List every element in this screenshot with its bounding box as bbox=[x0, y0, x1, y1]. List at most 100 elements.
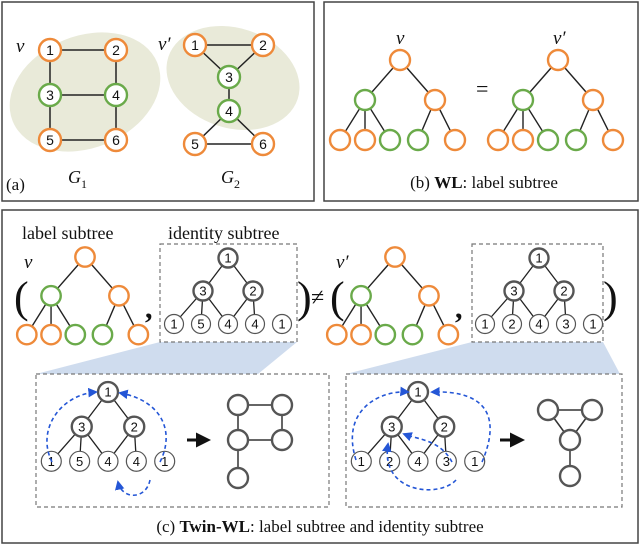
id-right-leaf-node bbox=[555, 313, 577, 335]
panel-a-frame bbox=[1, 1, 315, 202]
id-right-mid-node bbox=[553, 280, 575, 302]
label-left-leaf-node bbox=[15, 323, 38, 346]
wl-left-leaf-node bbox=[443, 128, 467, 152]
close-paren-right: ) bbox=[603, 273, 618, 322]
svg-text:4: 4 bbox=[112, 87, 120, 103]
wl-tree-right bbox=[486, 48, 625, 152]
wl-right-root-node bbox=[546, 48, 570, 72]
g2-root-label: v′ bbox=[158, 34, 171, 55]
detail-right-mid-node bbox=[380, 415, 403, 438]
detail-left-mid-node-label: 3 bbox=[78, 419, 85, 434]
comma-right: , bbox=[455, 292, 463, 325]
identity-box-right bbox=[471, 243, 604, 343]
label-subtree-right bbox=[325, 246, 460, 346]
panel-b-caption: (b) WL: label subtree bbox=[410, 173, 558, 192]
g1-node-1: 1 bbox=[37, 37, 63, 63]
label-left-mid-node bbox=[108, 284, 130, 307]
svg-text:4: 4 bbox=[225, 103, 233, 119]
svg-text:5: 5 bbox=[191, 136, 199, 152]
label-right-leaf-node bbox=[374, 323, 397, 346]
arrow-leaf1-to-root-left bbox=[46, 387, 98, 463]
identity-subtree-heading: identity subtree bbox=[168, 223, 279, 243]
svg-text:6: 6 bbox=[112, 132, 120, 148]
label-right-mid-node bbox=[418, 284, 440, 307]
svg-text:2: 2 bbox=[259, 37, 267, 53]
svg-text:3: 3 bbox=[225, 69, 233, 85]
wl-right-mid-node bbox=[581, 88, 605, 112]
id-right-leaf-node bbox=[582, 313, 604, 335]
detail-box-left bbox=[35, 373, 330, 508]
id-left-leaf-node-label: 1 bbox=[278, 317, 285, 332]
id-left-leaf-node bbox=[271, 313, 293, 335]
id-right-leaf-node-label: 2 bbox=[508, 317, 515, 332]
detail-left-leaf-node-label: 4 bbox=[133, 454, 140, 469]
id-left-leaf-node-label: 4 bbox=[224, 317, 231, 332]
detail-right-leaf-node-label: 1 bbox=[471, 454, 478, 469]
comma-left: , bbox=[145, 292, 153, 325]
twin-arrows-left bbox=[46, 387, 167, 497]
svg-text:5: 5 bbox=[46, 132, 54, 148]
detail-right-leaf-node bbox=[407, 450, 429, 472]
detail-right-leaf-node bbox=[464, 450, 486, 472]
detail-right-leaf-node bbox=[435, 450, 457, 472]
id-right-leaf-node-label: 3 bbox=[562, 317, 569, 332]
g2-node-3: 3 bbox=[216, 64, 242, 90]
wl-right-leaf-node bbox=[511, 128, 535, 152]
id-right-leaf-node-label: 1 bbox=[481, 317, 488, 332]
g2-node-2: 2 bbox=[250, 32, 276, 58]
detail-left-root-node bbox=[96, 380, 120, 404]
detail-left-leaf-node-label: 4 bbox=[104, 454, 111, 469]
wl-left-mid-node bbox=[423, 88, 447, 112]
label-subtree-left bbox=[15, 246, 150, 346]
id-right-mid-node-label: 3 bbox=[510, 284, 517, 299]
arrow-bottom-loop-right bbox=[382, 442, 457, 491]
wl-tree-left bbox=[328, 48, 467, 152]
label-right-leaf-node bbox=[401, 323, 424, 346]
detail-right-leaf-node-label: 1 bbox=[358, 454, 365, 469]
g1-node-6: 6 bbox=[103, 127, 129, 153]
detail-right-mid-node bbox=[433, 415, 456, 438]
arrow-4-to-4-left bbox=[114, 479, 151, 497]
id-left-leaf-node bbox=[163, 313, 185, 335]
wl-left-leaf-node bbox=[378, 128, 402, 152]
wl-left-leaf-node bbox=[328, 128, 352, 152]
panel-c: label subtree identity subtree v v′ ( , … bbox=[14, 223, 623, 536]
svg-text:1: 1 bbox=[46, 42, 54, 58]
wl-right-leaf-node bbox=[486, 128, 510, 152]
label-left-root-node bbox=[74, 246, 96, 268]
svg-text:3: 3 bbox=[46, 87, 54, 103]
detail-left-mid-node bbox=[123, 415, 146, 438]
id-right-leaf-node-label: 4 bbox=[535, 317, 542, 332]
callout-right bbox=[346, 342, 620, 374]
id-right-leaf-node bbox=[474, 313, 496, 335]
id-left-mid-node-label: 2 bbox=[249, 284, 256, 299]
wl-left-leaf-node bbox=[406, 128, 430, 152]
g2-node-6: 6 bbox=[250, 131, 276, 157]
panel-c-caption: (c) Twin-WL: label subtree and identity … bbox=[156, 517, 483, 536]
label-right-leaf-node bbox=[325, 323, 348, 346]
id-left-leaf-node bbox=[217, 313, 239, 335]
callout-left bbox=[36, 342, 297, 374]
g1-name: G bbox=[68, 167, 81, 187]
g2-node-4: 4 bbox=[216, 98, 242, 124]
wl-right-leaf-node bbox=[536, 128, 560, 152]
g1-root-label: v bbox=[16, 36, 25, 57]
detail-left-leaf-node-label: 1 bbox=[161, 454, 168, 469]
wl-right-leaf-node bbox=[564, 128, 588, 152]
wl-right-mid-node bbox=[511, 88, 535, 112]
open-paren-left: ( bbox=[14, 273, 29, 322]
id-left-mid-node bbox=[192, 280, 214, 302]
g2-subscript: 2 bbox=[234, 177, 240, 191]
svg-text:6: 6 bbox=[259, 136, 267, 152]
label-left-leaf-node bbox=[91, 323, 114, 346]
id-left-leaf-node-label: 4 bbox=[251, 317, 258, 332]
arrow-leaf3-to-3-right bbox=[402, 432, 453, 463]
detail-left-mid-node-label: 2 bbox=[131, 419, 138, 434]
id-left-root-node bbox=[217, 247, 239, 269]
g1-node-5: 5 bbox=[37, 127, 63, 153]
label-subtree-heading: label subtree bbox=[22, 223, 113, 243]
